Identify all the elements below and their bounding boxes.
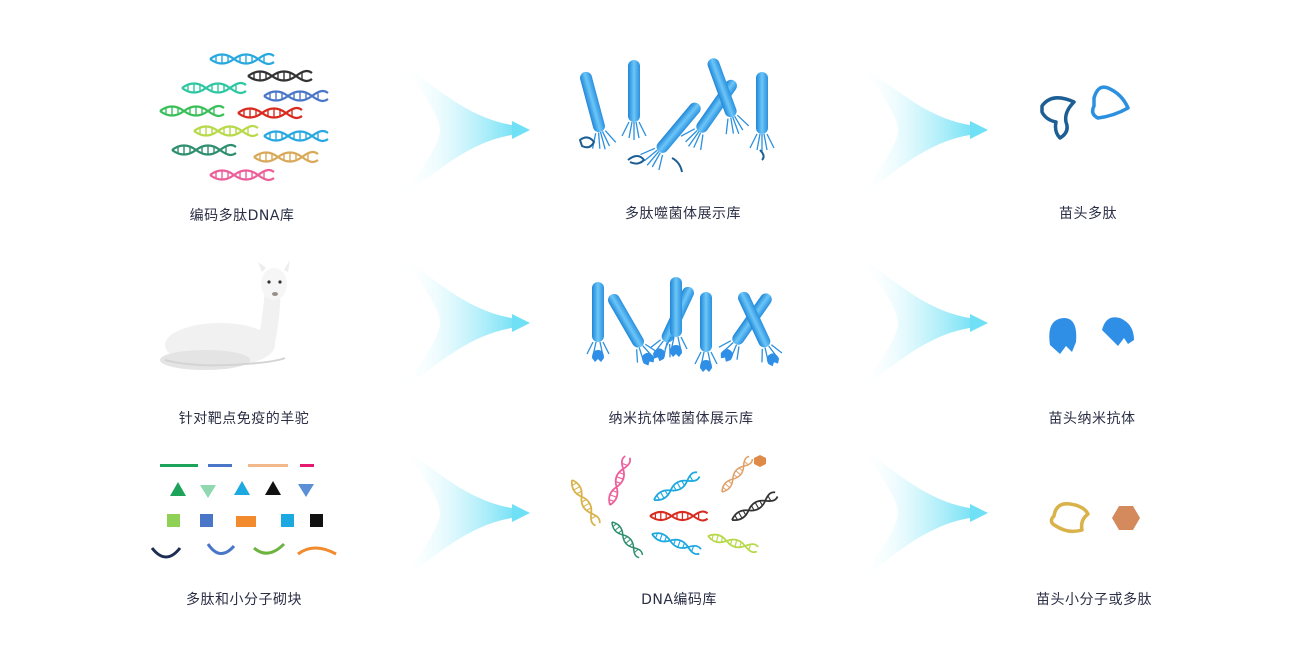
arrow-icon (858, 255, 988, 391)
nanobody-phage-display-icon (586, 276, 786, 373)
arrow-icon (858, 445, 988, 581)
arrow-icon (858, 62, 988, 198)
step-caption: 苗头多肽 (1059, 206, 1117, 222)
step-caption: 多肽和小分子砌块 (186, 592, 302, 608)
hit-nanobody-icon (1049, 317, 1134, 354)
peptide-phage-display-icon (572, 53, 775, 174)
arrow-icon (400, 445, 530, 581)
dna-encoded-library-icon (567, 454, 780, 560)
hit-peptide-icon (1040, 85, 1130, 140)
step-caption: 多肽噬菌体展示库 (625, 206, 741, 222)
dna-library-icon (158, 52, 330, 182)
step-caption: DNA编码库 (641, 592, 717, 608)
alpaca-icon (160, 260, 290, 370)
step-caption: 纳米抗体噬菌体展示库 (608, 411, 754, 427)
step-caption: 针对靶点免疫的羊驼 (178, 411, 310, 427)
arrow-icon (400, 62, 530, 198)
step-caption: 编码多肽DNA库 (189, 208, 295, 224)
step-caption: 苗头纳米抗体 (1048, 411, 1136, 427)
hit-small-molecule-icon (1049, 502, 1140, 534)
building-blocks-icon (150, 464, 337, 559)
step-caption: 苗头小分子或多肽 (1036, 592, 1152, 608)
arrow-icon (400, 255, 530, 391)
